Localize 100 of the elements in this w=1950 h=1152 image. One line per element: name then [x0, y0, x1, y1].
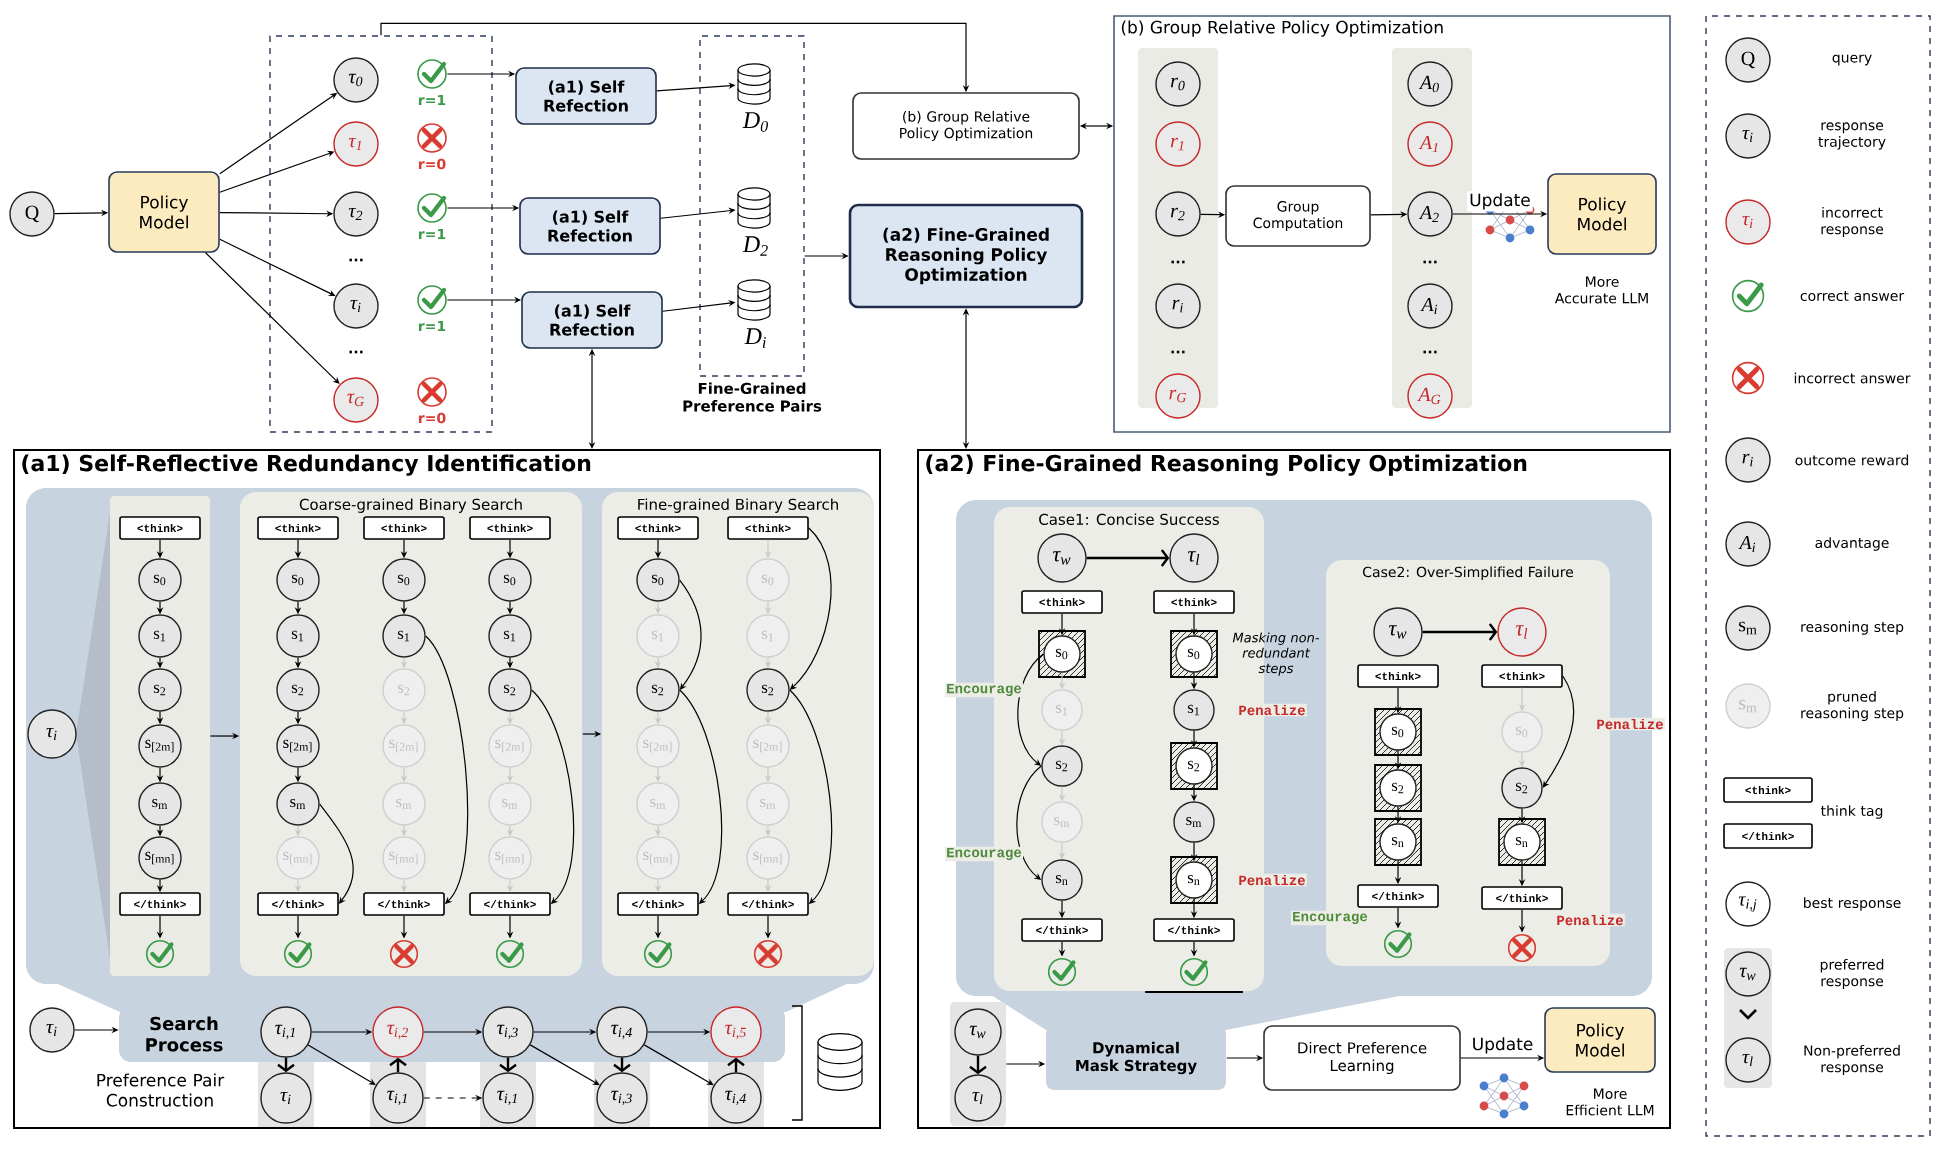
step-node: s$_{2}$	[1041, 745, 1083, 787]
advantage-node: A$_{1}$	[1407, 121, 1453, 167]
preference-chevron	[613, 1057, 631, 1073]
self-reflection-box: (a1) Self Refection	[519, 197, 661, 255]
step-node: s$_{m}$	[138, 782, 182, 826]
trajectory-node: τ$_{w}$	[954, 1008, 1002, 1056]
skip-arrow	[789, 689, 833, 904]
step-node: s$_{2}$	[138, 668, 182, 712]
check-icon	[283, 939, 313, 969]
step-node: s$_{0}$	[636, 558, 680, 602]
trajectory-node: τ$_{i,4}$	[596, 1006, 648, 1058]
trajectory-node: τ$_{w}$	[1037, 533, 1087, 583]
reward-node: r$_{G}$	[1155, 373, 1201, 419]
skip-arrow	[425, 635, 469, 904]
query-node: Q	[9, 191, 55, 237]
masked-step-node: s$_{2}$	[1170, 742, 1218, 790]
skip-arrow	[679, 689, 723, 904]
trajectory-node: τ$_{w}$	[1373, 607, 1423, 657]
trajectory-node: τ$_{i}$	[29, 1007, 75, 1053]
trajectory-node: τ$_{l}$	[1497, 607, 1547, 657]
step-node: s$_{2}$	[746, 668, 790, 712]
step-node: s$_{m}$	[1173, 801, 1215, 843]
trajectory-node: τ$_{0}$	[333, 57, 379, 103]
dataset-label: D$_{0}$	[742, 112, 768, 132]
step-node: s$_{0}$	[382, 558, 426, 602]
dataset-label: D$_{2}$	[742, 236, 768, 256]
preference-chevron	[1086, 549, 1170, 567]
edge-label: Update	[1467, 191, 1533, 212]
trajectory-node: τ$_{2}$	[333, 191, 379, 237]
step-node: s$_{2}$	[636, 668, 680, 712]
masked-step-node: s$_{n}$	[1374, 818, 1422, 866]
masked-step-node: s$_{0}$	[1038, 630, 1086, 678]
check-icon	[1047, 957, 1077, 987]
cross-icon	[1507, 933, 1537, 963]
method-box: (a2) Fine-Grained Reasoning Policy Optimization	[848, 203, 1084, 309]
reward-node: r$_{0}$	[1155, 61, 1201, 107]
preference-chevron	[727, 1057, 745, 1073]
step-node: s$_{0}$	[488, 558, 532, 602]
edge-label: Update	[1469, 1035, 1536, 1056]
step-node: s$_{2}$	[1501, 767, 1543, 809]
reward-node: r$_{1}$	[1155, 121, 1201, 167]
trajectory-node: τ$_{i}$	[333, 283, 379, 329]
trajectory-node: τ$_{i}$	[27, 709, 77, 759]
check-icon	[495, 939, 525, 969]
trajectory-node: τ$_{i,5}$	[710, 1006, 762, 1058]
arrow	[307, 1044, 376, 1085]
skip-arrow	[679, 579, 702, 690]
preference-chevron	[389, 1057, 407, 1073]
step-node: s$_{2}$	[488, 668, 532, 712]
trajectory-node: τ$_{i,1}$	[260, 1006, 312, 1058]
step-node: s$_{1}$	[276, 614, 320, 658]
advantage-node: A$_{G}$	[1407, 373, 1453, 419]
step-node: s$_{1}$	[382, 614, 426, 658]
advantage-node: A$_{0}$	[1407, 61, 1453, 107]
node-label: Search Process	[146, 1016, 223, 1052]
step-node: s$_{1}$	[138, 614, 182, 658]
trajectory-node: τ$_{i,2}$	[372, 1006, 424, 1058]
trajectory-node: τ$_{i,1}$	[372, 1072, 424, 1124]
trajectory-node: τ$_{1}$	[333, 121, 379, 167]
caption-text: Preference Pair Construction	[97, 1073, 225, 1107]
step-node: s$_{2}$	[276, 668, 320, 712]
step-node: s$_{n}$	[1041, 859, 1083, 901]
skip-arrow	[319, 803, 354, 904]
check-icon	[145, 939, 175, 969]
preference-chevron	[969, 1055, 987, 1075]
check-icon	[1383, 929, 1413, 959]
trajectory-node: τ$_{i,4}$	[710, 1072, 762, 1124]
reward-node: r$_{2}$	[1155, 191, 1201, 237]
trajectory-group-box	[269, 35, 493, 433]
masked-step-node: s$_{n}$	[1498, 818, 1546, 866]
skip-arrow	[1542, 675, 1575, 788]
masked-step-node: s$_{0}$	[1170, 630, 1218, 678]
policy-model-box: Policy Model	[1544, 1007, 1656, 1073]
trajectory-node: τ$_{l}$	[954, 1074, 1002, 1122]
self-reflection-box: (a1) Self Refection	[521, 291, 663, 349]
preference-chevron	[277, 1057, 295, 1073]
step-node: s$_{0}$	[138, 558, 182, 602]
check-icon	[1179, 957, 1209, 987]
step-node: s$_{[mn]}$	[138, 836, 182, 880]
step-node: s$_{[2m]}$	[138, 724, 182, 768]
step-node: s$_{1}$	[1173, 689, 1215, 731]
preference-chevron	[499, 1057, 517, 1073]
dataset-label: D$_{i}$	[744, 328, 766, 348]
check-icon	[643, 939, 673, 969]
masked-step-node: s$_{n}$	[1170, 856, 1218, 904]
step-node: s$_{1}$	[488, 614, 532, 658]
self-reflection-box: (a1) Self Refection	[515, 67, 657, 125]
reward-node: r$_{i}$	[1155, 283, 1201, 329]
step-node: s$_{0}$	[276, 558, 320, 602]
skip-arrow	[1017, 653, 1044, 766]
preference-chevron	[1422, 623, 1498, 641]
policy-model-box: Policy Model	[108, 171, 220, 253]
step-node: s$_{[2m]}$	[276, 724, 320, 768]
advantage-node: A$_{i}$	[1407, 283, 1453, 329]
trajectory-node: τ$_{i}$	[260, 1072, 312, 1124]
advantage-node: A$_{2}$	[1407, 191, 1453, 237]
trajectory-node: τ$_{i,3}$	[596, 1072, 648, 1124]
trajectory-node: τ$_{G}$	[333, 377, 379, 423]
trajectory-node: τ$_{i,3}$	[482, 1006, 534, 1058]
masked-step-node: s$_{0}$	[1374, 708, 1422, 756]
